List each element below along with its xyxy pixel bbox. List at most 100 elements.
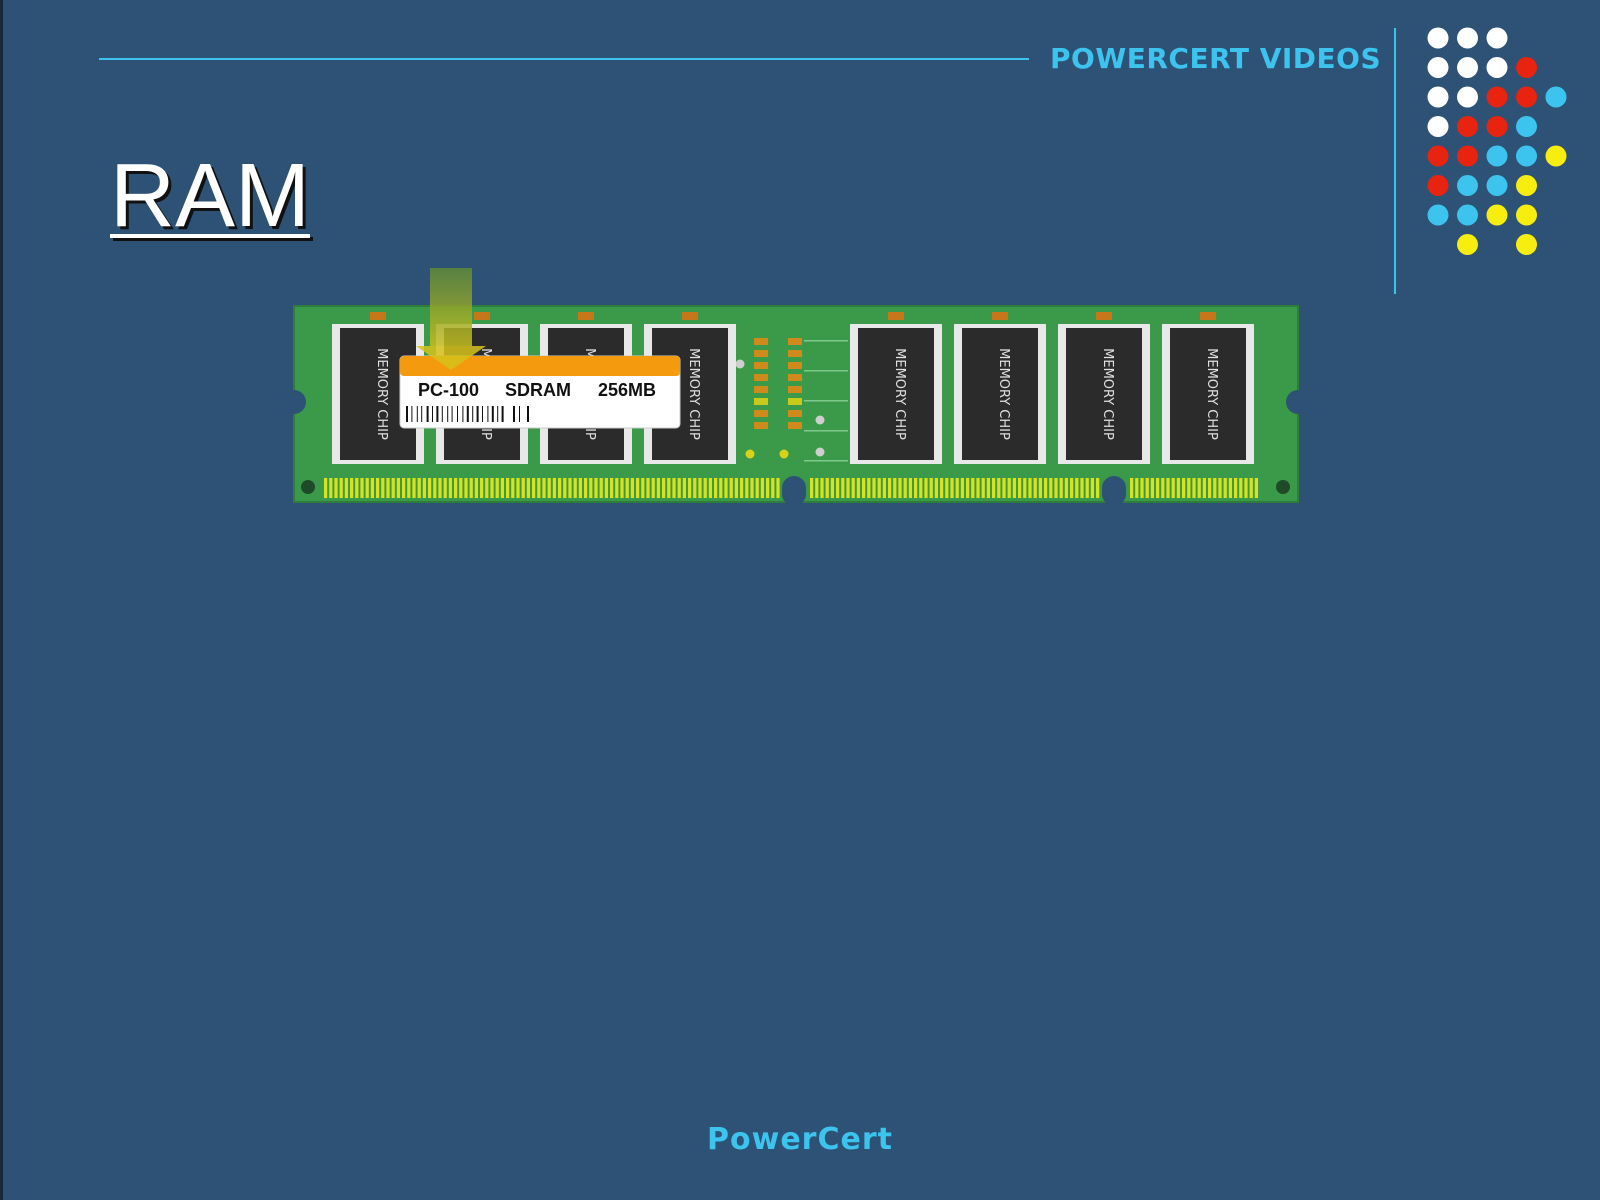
contact-pin [324,478,328,498]
barcode-bar [462,406,464,422]
contact-pin [882,478,886,498]
decor-dot [1486,175,1508,196]
chip-label: MEMORY CHIP [996,348,1011,440]
contact-pin [547,478,551,498]
resistor [788,338,802,345]
contact-pin [1166,478,1170,498]
spec-sticker: PC-100 SDRAM 256MB [399,355,681,429]
contact-pin [495,478,499,498]
contact-pin [1197,478,1201,498]
barcode-bar [432,406,433,422]
contact-pin [846,478,850,498]
resistor [788,362,802,369]
contact-pin [872,478,876,498]
resistor [754,350,768,357]
contact-pin [381,478,385,498]
resistor [788,422,802,429]
barcode-bar [482,406,483,422]
contact-pin [376,478,380,498]
resistor [788,374,802,381]
barcode-bar [451,406,453,422]
trace [804,370,848,372]
contact-pin [724,478,728,498]
memory-chip: MEMORY CHIP [850,312,942,464]
resistor [788,350,802,357]
barcode-bar [411,406,413,422]
contact-pin [662,478,666,498]
contact-pin [903,478,907,498]
trace [804,460,848,462]
contact-pin [976,478,980,498]
contact-pin [412,478,416,498]
trace [804,340,848,342]
contact-pin [589,478,593,498]
contact-pin [667,478,671,498]
barcode-bar [421,406,423,422]
contact-pin [1182,478,1186,498]
barcode-bar [527,406,529,422]
contact-pin [1192,478,1196,498]
contact-pin [1150,478,1154,498]
chip-label: MEMORY CHIP [1204,348,1219,440]
contact-pin [443,478,447,498]
contact-pin [1075,478,1079,498]
decor-dot [1516,204,1537,226]
contact-pin [532,478,536,498]
contact-pin [407,478,411,498]
contact-pin [526,478,530,498]
sticker-tech: SDRAM [505,380,571,400]
contact-pin [578,478,582,498]
resistor [754,398,768,405]
contact-pin [1033,478,1037,498]
gold-contacts [324,478,1258,498]
barcode-bar [441,406,443,422]
resistor [754,338,768,345]
contact-pin [1090,478,1094,498]
contact-pin [1085,478,1089,498]
contact-pin [454,478,458,498]
decor-dot [1486,57,1508,78]
contact-pin [360,478,364,498]
decor-dot [1457,86,1478,108]
contact-pin [929,478,933,498]
barcode-bar [491,406,494,422]
decor-dot [1427,57,1449,78]
resistor [754,386,768,393]
contact-pin [986,478,990,498]
contact-pin [682,478,686,498]
trace [804,400,848,402]
contact-pin [966,478,970,498]
contact-pin [755,478,759,498]
contact-pin [740,478,744,498]
decor-dot [1457,27,1478,49]
contact-pin [573,478,577,498]
barcode-bar [472,406,474,422]
memory-chip: MEMORY CHIP [1058,312,1150,464]
contact-pin [1187,478,1191,498]
contact-pin [955,478,959,498]
contact-pin [1096,478,1100,498]
decor-dot [1516,57,1537,78]
contact-pin [992,478,996,498]
contact-pin [856,478,860,498]
contact-pin [729,478,733,498]
contact-pin [391,478,395,498]
contact-pin [1228,478,1232,498]
barcode-bar [447,406,449,422]
decor-dot [1545,86,1567,108]
contact-pin [584,478,588,498]
contact-pin [350,478,354,498]
contact-pin [950,478,954,498]
resistor [788,410,802,417]
contact-pin [708,478,712,498]
key-notches [782,476,1126,506]
contact-pin [506,478,510,498]
decor-dot [1427,86,1449,108]
decor-dot [1457,116,1478,137]
contact-pin [1254,478,1258,498]
vertical-rule [1394,28,1396,294]
decor-dot [1457,234,1478,255]
contact-pin [402,478,406,498]
contact-pin [1140,478,1144,498]
contact-pin [656,478,660,498]
